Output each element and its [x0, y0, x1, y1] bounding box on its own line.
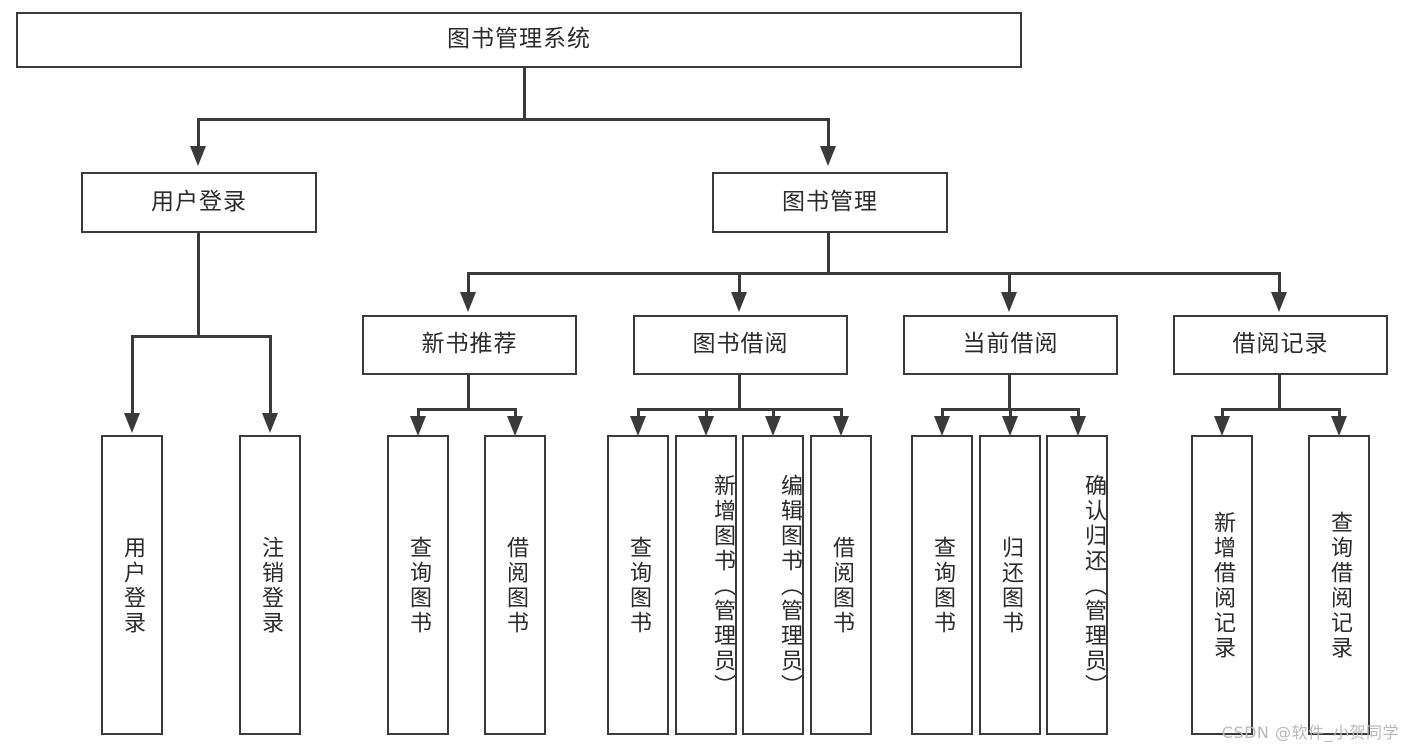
- node-root-system[interactable]: 图书管理系统: [16, 12, 1022, 68]
- edge-new-book-leaf-2: [514, 408, 517, 420]
- arrow-to-new-book: [460, 292, 476, 312]
- node-label: 当前借阅: [962, 331, 1059, 358]
- edge-to-borrow-record: [1278, 272, 1281, 294]
- node-label: 借阅图书: [502, 536, 528, 636]
- arrow-user-login-leaf-1: [124, 413, 140, 433]
- edge-root-stem: [523, 68, 526, 118]
- node-label: 归还图书: [997, 536, 1023, 636]
- arrow-book-borrow-leaf-1: [630, 416, 646, 436]
- leaf-borrow-record-query[interactable]: 查询借阅记录: [1308, 435, 1370, 735]
- edge-current-borrow-leaf-2: [1009, 408, 1012, 420]
- edge-to-book-borrow: [738, 272, 741, 294]
- node-label: 编辑图书（管理员）: [777, 473, 802, 699]
- leaf-current-borrow-return[interactable]: 归还图书: [979, 435, 1041, 735]
- edge-level3-bar: [467, 272, 1280, 275]
- node-label: 注销登录: [257, 536, 283, 636]
- edge-book-borrow-bar: [637, 408, 840, 411]
- leaf-book-borrow-add[interactable]: 新增图书（管理员）: [675, 435, 737, 735]
- node-label: 查询图书: [405, 536, 431, 636]
- edge-book-borrow-leaf-1: [637, 408, 640, 420]
- edge-book-borrow-stem: [738, 375, 741, 408]
- arrow-current-borrow-leaf-1: [934, 416, 950, 436]
- node-label: 确认归还（管理员）: [1081, 473, 1106, 699]
- leaf-current-borrow-query[interactable]: 查询图书: [911, 435, 973, 735]
- leaf-new-book-query[interactable]: 查询图书: [387, 435, 449, 735]
- node-label: 借阅记录: [1232, 331, 1329, 358]
- arrow-book-borrow-leaf-4: [833, 416, 849, 436]
- edge-borrow-record-bar: [1221, 408, 1338, 411]
- arrow-borrow-record-leaf-1: [1214, 416, 1230, 436]
- arrow-to-book-manage: [820, 146, 836, 166]
- arrow-user-login-leaf-2: [262, 413, 278, 433]
- arrow-to-book-borrow: [731, 292, 747, 312]
- arrow-new-book-leaf-1: [410, 416, 426, 436]
- arrow-borrow-record-leaf-2: [1331, 416, 1347, 436]
- node-label: 图书管理系统: [447, 26, 591, 53]
- node-label: 用户登录: [119, 536, 145, 636]
- node-label: 图书管理: [782, 188, 878, 215]
- node-current-borrow[interactable]: 当前借阅: [903, 315, 1118, 375]
- arrow-to-borrow-record: [1271, 292, 1287, 312]
- node-book-management[interactable]: 图书管理: [712, 172, 948, 233]
- node-borrow-record[interactable]: 借阅记录: [1173, 315, 1388, 375]
- node-label: 图书借阅: [692, 331, 789, 358]
- leaf-user-login-login[interactable]: 用户登录: [101, 435, 163, 735]
- arrow-current-borrow-leaf-2: [1002, 416, 1018, 436]
- edge-book-borrow-leaf-3: [772, 408, 775, 420]
- node-user-login[interactable]: 用户登录: [81, 172, 317, 233]
- node-label: 查询图书: [929, 536, 955, 636]
- edge-current-borrow-leaf-3: [1077, 408, 1080, 420]
- leaf-user-login-logout[interactable]: 注销登录: [239, 435, 301, 735]
- edge-to-current-borrow: [1008, 272, 1011, 294]
- node-book-borrow[interactable]: 图书借阅: [633, 315, 848, 375]
- edge-new-book-leaf-1: [417, 408, 420, 420]
- arrow-to-user-login: [190, 146, 206, 166]
- edge-user-login-bar: [131, 335, 270, 338]
- arrow-new-book-leaf-2: [507, 416, 523, 436]
- node-label: 新增图书（管理员）: [710, 473, 735, 699]
- edge-to-new-book: [467, 272, 470, 294]
- edge-current-borrow-leaf-1: [941, 408, 944, 420]
- node-label: 新增借阅记录: [1209, 511, 1235, 661]
- leaf-new-book-borrow[interactable]: 借阅图书: [484, 435, 546, 735]
- leaf-book-borrow-borrow[interactable]: 借阅图书: [810, 435, 872, 735]
- leaf-current-borrow-confirm[interactable]: 确认归还（管理员）: [1046, 435, 1108, 735]
- edge-user-login-stem: [197, 233, 200, 335]
- edge-borrow-record-stem: [1278, 375, 1281, 408]
- edge-borrow-record-leaf-1: [1221, 408, 1224, 420]
- arrow-book-borrow-leaf-3: [765, 416, 781, 436]
- node-label: 新书推荐: [421, 331, 518, 358]
- leaf-borrow-record-add[interactable]: 新增借阅记录: [1191, 435, 1253, 735]
- edge-user-login-leaf-2: [269, 335, 272, 415]
- edge-user-login-leaf-1: [131, 335, 134, 415]
- node-label: 查询图书: [625, 536, 651, 636]
- edge-to-user-login: [197, 118, 200, 148]
- arrow-to-current-borrow: [1001, 292, 1017, 312]
- arrow-book-borrow-leaf-2: [698, 416, 714, 436]
- edge-current-borrow-stem: [1008, 375, 1011, 408]
- leaf-book-borrow-edit[interactable]: 编辑图书（管理员）: [742, 435, 804, 735]
- node-new-book-recommend[interactable]: 新书推荐: [362, 315, 577, 375]
- edge-to-book-manage: [827, 118, 830, 148]
- edge-level2-bar: [197, 118, 827, 121]
- arrow-current-borrow-leaf-3: [1070, 416, 1086, 436]
- edge-new-book-bar: [417, 408, 517, 411]
- node-label: 借阅图书: [828, 536, 854, 636]
- edge-book-manage-stem: [827, 233, 830, 272]
- edge-borrow-record-leaf-2: [1338, 408, 1341, 420]
- leaf-book-borrow-query[interactable]: 查询图书: [607, 435, 669, 735]
- edge-book-borrow-leaf-2: [705, 408, 708, 420]
- edge-new-book-stem: [467, 375, 470, 408]
- node-label: 查询借阅记录: [1326, 511, 1352, 661]
- node-label: 用户登录: [151, 188, 247, 215]
- edge-book-borrow-leaf-4: [840, 408, 843, 420]
